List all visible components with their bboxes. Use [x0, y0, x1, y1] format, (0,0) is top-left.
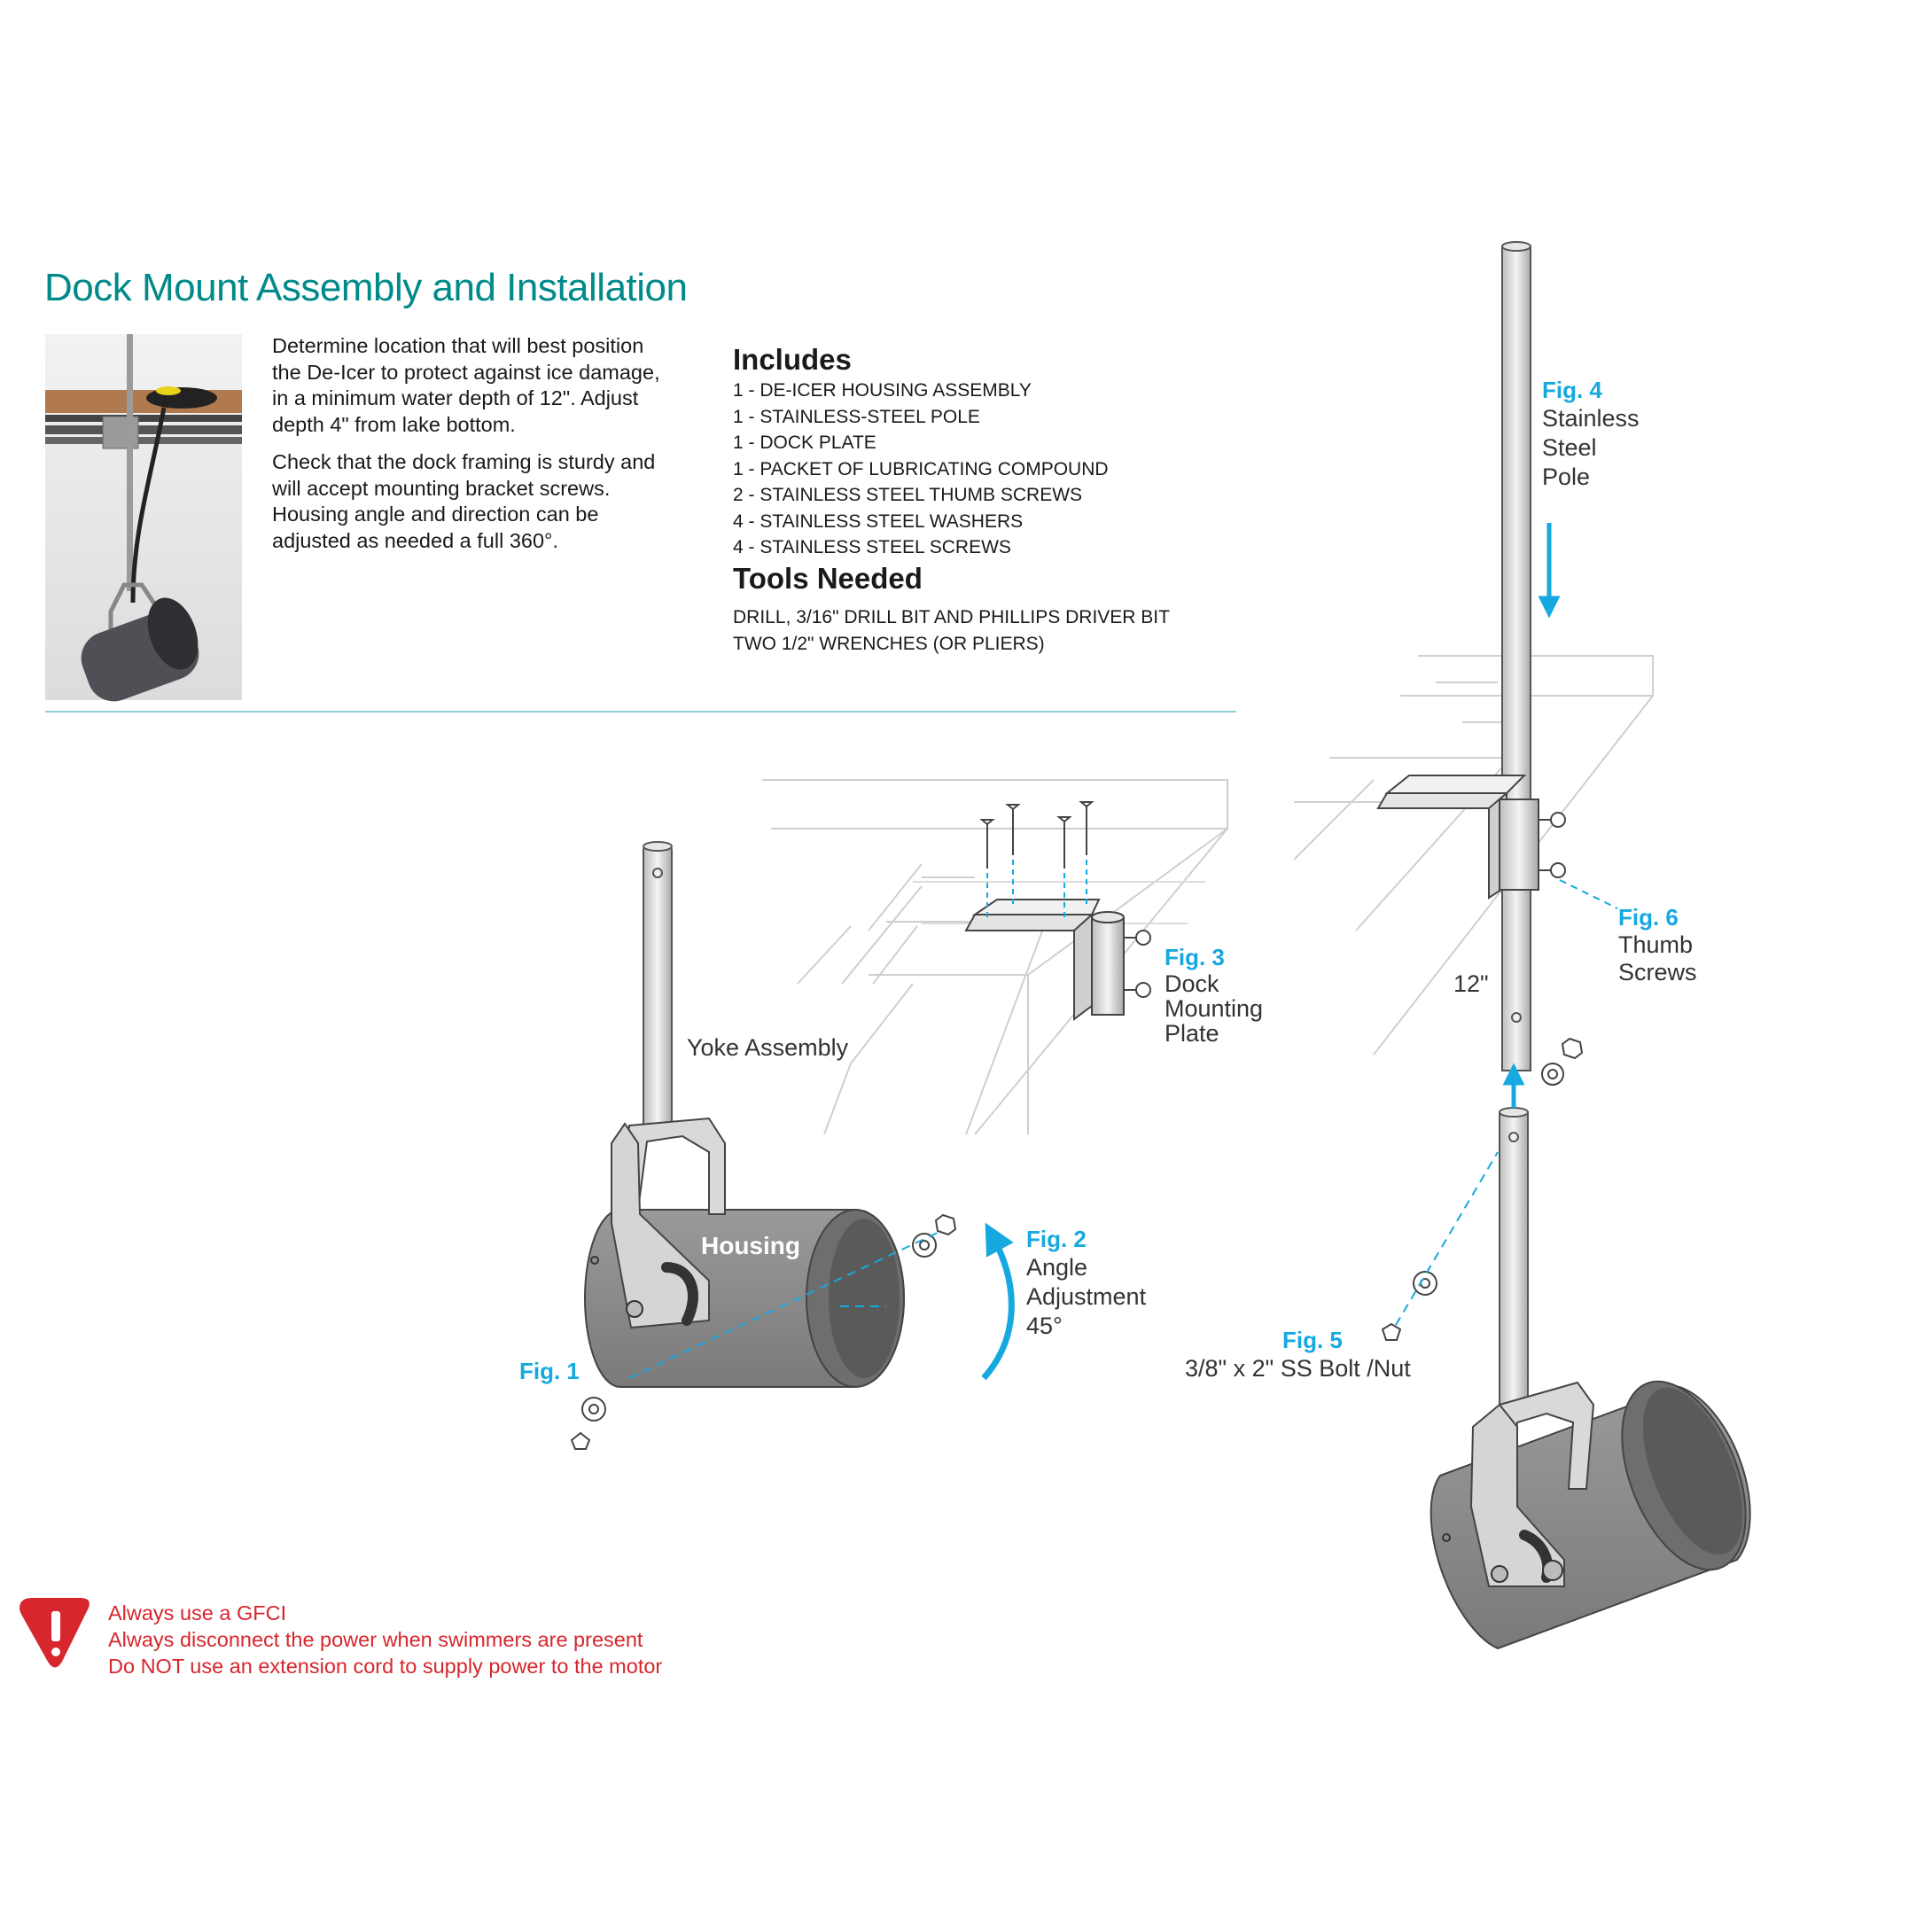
warning-line: Always use a GFCI — [108, 1601, 287, 1624]
includes-list: 1 - DE-ICER HOUSING ASSEMBLY 1 - STAINLE… — [733, 378, 1109, 561]
fig3-line: Plate — [1165, 1020, 1219, 1047]
fig2-caption: Fig. 2 Angle Adjustment 45° — [1026, 1226, 1146, 1341]
tools-heading: Tools Needed — [733, 562, 923, 595]
fig4-line: Pole — [1542, 464, 1591, 490]
dock-outline-middle — [762, 779, 1228, 1135]
fig5-line: 3/8" x 2" SS Bolt /Nut — [1185, 1355, 1411, 1382]
list-item: 1 - STAINLESS-STEEL POLE — [733, 406, 980, 427]
fig2-line: Angle — [1026, 1254, 1088, 1281]
fig4-caption: Fig. 4 Stainless Steel Pole — [1542, 377, 1640, 492]
fig3-caption: Fig. 3 Dock Mounting Plate — [1165, 944, 1263, 1046]
fig3-line: Mounting — [1165, 995, 1264, 1022]
intro-paragraph-1: Determine location that will best positi… — [272, 334, 660, 436]
intro-text: Determine location that will best positi… — [272, 333, 662, 565]
list-item: 4 - STAINLESS STEEL WASHERS — [733, 510, 1024, 532]
warning-line: Do NOT use an extension cord to supply p… — [108, 1655, 663, 1678]
fig6-label: Fig. 6 — [1618, 904, 1679, 931]
fig6-line: Thumb — [1618, 931, 1694, 958]
list-item: 1 - DE-ICER HOUSING ASSEMBLY — [733, 380, 1032, 401]
fig6-line: Screws — [1618, 959, 1697, 985]
fig3-label: Fig. 3 — [1165, 944, 1225, 970]
fig6-caption: Fig. 6 Thumb Screws — [1618, 904, 1697, 986]
list-item: 4 - STAINLESS STEEL SCREWS — [733, 537, 1011, 557]
tools-section: Tools Needed DRILL, 3/16" DRILL BIT AND … — [733, 562, 1170, 657]
dock-plate-fig3 — [964, 801, 1151, 1021]
fig4-label: Fig. 4 — [1542, 377, 1602, 403]
fig5-caption: Fig. 5 3/8" x 2" SS Bolt /Nut — [1185, 1327, 1411, 1383]
pole-assembly-right — [1376, 241, 1751, 1650]
warning-line: Always disconnect the power when swimmer… — [108, 1628, 643, 1651]
fig1-label: Fig. 1 — [519, 1358, 580, 1384]
list-item: 2 - STAINLESS STEEL THUMB SCREWS — [733, 485, 1083, 505]
fig2-line: 45° — [1026, 1313, 1063, 1339]
product-photo — [45, 334, 242, 702]
tools-list: DRILL, 3/16" DRILL BIT AND PHILLIPS DRIV… — [733, 604, 1170, 657]
fig5-label: Fig. 5 — [1282, 1327, 1343, 1353]
includes-section: Includes 1 - DE-ICER HOUSING ASSEMBLY 1 … — [733, 343, 1109, 561]
fig2-line: Adjustment — [1026, 1283, 1147, 1310]
list-item: 1 - DOCK PLATE — [733, 432, 876, 453]
page-title: Dock Mount Assembly and Installation — [44, 266, 688, 309]
yoke-assembly-left — [570, 841, 957, 1450]
angle-arrow — [981, 1222, 1015, 1381]
fig4-line: Steel — [1542, 434, 1597, 461]
fig3-line: Dock — [1165, 970, 1219, 997]
fig2-label: Fig. 2 — [1026, 1226, 1087, 1252]
yoke-label: Yoke Assembly — [687, 1034, 849, 1061]
warning-text: Always use a GFCI Always disconnect the … — [108, 1600, 662, 1679]
list-item: TWO 1/2" WRENCHES (OR PLIERS) — [733, 633, 1045, 654]
warning-icon — [19, 1598, 90, 1668]
intro-paragraph-2: Check that the dock framing is sturdy an… — [272, 450, 656, 552]
includes-heading: Includes — [733, 343, 852, 376]
dimension-label: 12" — [1453, 970, 1489, 997]
fig4-line: Stainless — [1542, 405, 1640, 432]
housing-label: Housing — [701, 1232, 800, 1259]
list-item: DRILL, 3/16" DRILL BIT AND PHILLIPS DRIV… — [733, 607, 1170, 627]
list-item: 1 - PACKET OF LUBRICATING COMPOUND — [733, 458, 1109, 479]
